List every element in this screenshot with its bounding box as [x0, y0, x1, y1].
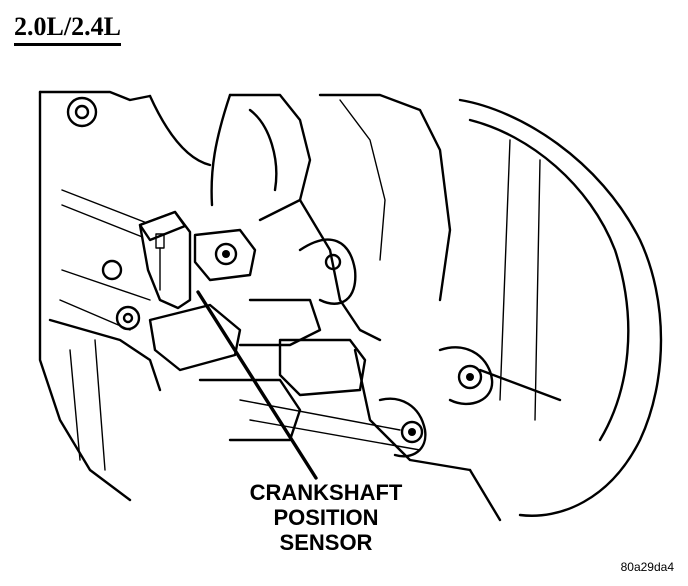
callout-line-2: POSITION — [273, 505, 379, 530]
transmission-housing — [198, 93, 472, 472]
bell-housing — [438, 98, 663, 522]
sensor-callout: CRANKSHAFT POSITION SENSOR — [226, 480, 426, 555]
callout-line-1: CRANKSHAFT — [249, 480, 403, 505]
crankshaft-sensor — [138, 210, 257, 372]
engine-block — [38, 90, 212, 502]
callout-leader-line — [196, 290, 318, 480]
engine-label: 2.0L/2.4L — [14, 12, 121, 46]
callout-line-3: SENSOR — [279, 530, 373, 555]
figure-code: 80a29da4 — [620, 560, 674, 574]
